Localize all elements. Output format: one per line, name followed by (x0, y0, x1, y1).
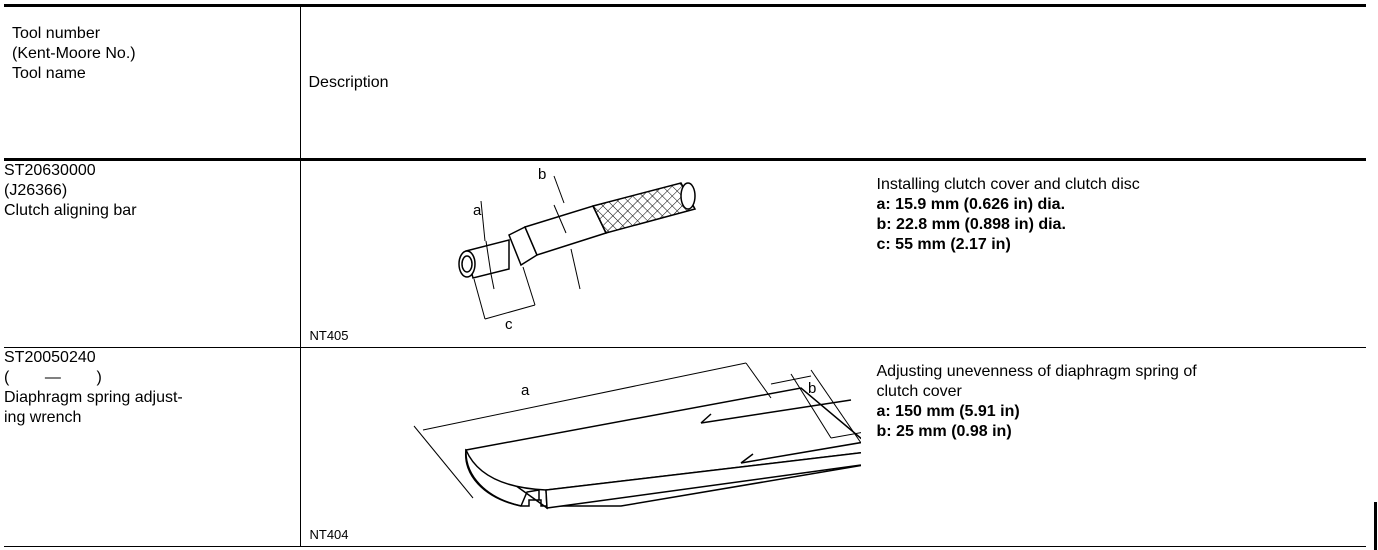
tool-cell: ST20630000 (J26366) Clutch aligning bar (4, 159, 301, 348)
description-cell: a b NT404 Adjusting unevenness of diaphr… (300, 347, 1366, 547)
tool-name: Diaphragm spring adjust- (4, 389, 183, 406)
spec-b: b: 22.8 mm (0.898 in) dia. (876, 216, 1066, 233)
diaphragm-spring-wrench-illustration: a b (413, 362, 861, 510)
tool-name: Clutch aligning bar (4, 202, 137, 219)
dimension-label-a: a (521, 382, 530, 399)
dimension-label-c: c (505, 316, 513, 333)
header-description-cell: Description (300, 4, 1366, 161)
table-row: ST20050240 ( — ) Diaphragm spring adjust… (4, 347, 1366, 547)
description-cell: a b c NT405 Installing clutch cover and … (300, 159, 1366, 348)
tool-number: ST20630000 (4, 162, 96, 179)
tool-description: Adjusting unevenness of diaphragm spring… (877, 362, 1357, 442)
table-row: ST20630000 (J26366) Clutch aligning bar (4, 159, 1366, 348)
tool-description: Installing clutch cover and clutch disc … (877, 175, 1357, 255)
kent-moore-number: ( — ) (4, 369, 102, 386)
header-kent-moore-no: (Kent-Moore No.) (12, 45, 136, 62)
bar-body (457, 182, 696, 279)
header-tool-number: Tool number (12, 25, 101, 42)
figure-code: NT405 (309, 328, 349, 343)
figure-code: NT404 (309, 527, 349, 542)
spec-b: b: 25 mm (0.98 in) (876, 423, 1012, 440)
dimension-label-b: b (808, 380, 816, 397)
tool-number: ST20050240 (4, 349, 96, 366)
spec-c: c: 55 mm (2.17 in) (876, 236, 1011, 253)
kent-moore-number: (J26366) (4, 182, 68, 199)
tool-purpose: Adjusting unevenness of diaphragm spring… (876, 363, 1197, 380)
tool-name-continued: ing wrench (4, 409, 82, 426)
spec-a: a: 15.9 mm (0.626 in) dia. (876, 196, 1066, 213)
tool-cell: ST20050240 ( — ) Diaphragm spring adjust… (4, 347, 301, 547)
header-description: Description (308, 73, 389, 91)
page-edge-marker (1374, 502, 1377, 550)
dimension-label-a: a (473, 202, 482, 219)
header-tool-cell: Tool number (Kent-Moore No.) Tool name (4, 4, 301, 161)
tool-purpose-continued: clutch cover (876, 383, 962, 400)
special-service-tools-table: Tool number (Kent-Moore No.) Tool name D… (4, 4, 1366, 547)
table-header-row: Tool number (Kent-Moore No.) Tool name D… (4, 4, 1366, 161)
spec-a: a: 150 mm (5.91 in) (876, 403, 1020, 420)
wrench-body (464, 387, 861, 510)
dimension-lines (413, 362, 861, 499)
dimension-lines (473, 175, 580, 320)
clutch-aligning-bar-illustration: a b c (457, 166, 696, 333)
dimension-label-b: b (538, 166, 546, 183)
header-tool-name: Tool name (12, 65, 86, 82)
tool-purpose: Installing clutch cover and clutch disc (876, 176, 1140, 193)
